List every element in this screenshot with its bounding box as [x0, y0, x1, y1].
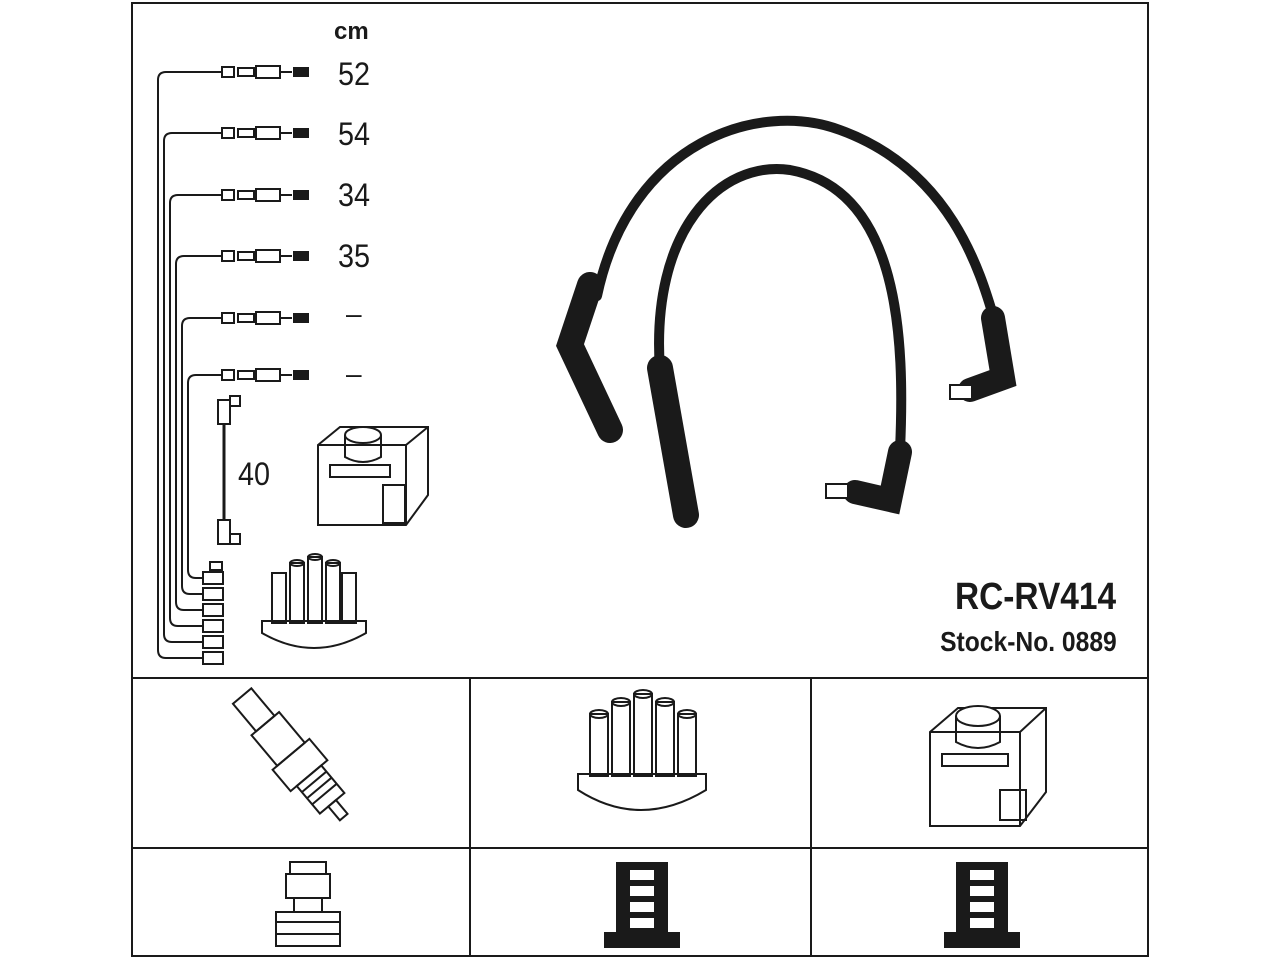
divider-bottom: [131, 847, 1149, 849]
cap-terminal-icon: [604, 862, 680, 948]
lead-length-1: 52: [338, 56, 371, 92]
divider-col-1: [469, 677, 471, 957]
stock-number: Stock-No. 0889: [940, 626, 1117, 657]
divider-main: [131, 677, 1149, 679]
ignition-cable-set-icon: [556, 115, 1017, 528]
ignition-coil-icon: [317, 426, 429, 526]
lead-length-2: 54: [338, 116, 371, 152]
product-model: RC-RV414: [954, 576, 1116, 618]
coil-lead-icon: [217, 395, 241, 545]
coil-terminal-icon: [944, 862, 1020, 948]
lead-length-5: –: [346, 298, 362, 329]
plug-terminal-icon: [275, 861, 341, 947]
coil-lead-length: 40: [238, 456, 271, 492]
lead-length-4: 35: [338, 238, 371, 274]
ignition-coil-large-icon: [929, 705, 1047, 827]
divider-col-2: [810, 677, 812, 957]
lead-length-3: 34: [338, 177, 371, 213]
lead-routing-lines: [157, 71, 222, 659]
lead-length-6: –: [346, 358, 362, 389]
lead-terminal-icons: [221, 65, 309, 382]
unit-label: cm: [334, 18, 369, 45]
diagram-frame: [131, 2, 1149, 957]
spark-plug-icon: [231, 686, 349, 822]
cap-end-terminals: [202, 561, 224, 665]
distributor-cap-icon: [261, 553, 367, 649]
distributor-cap-large-icon: [577, 689, 707, 811]
